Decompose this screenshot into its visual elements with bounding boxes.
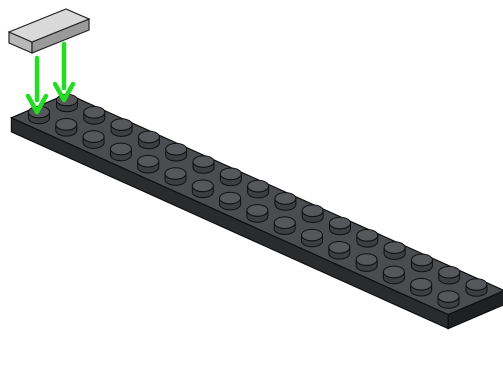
tile-1x2 <box>9 9 89 53</box>
plate-stud <box>247 205 268 223</box>
plate-front-face <box>11 118 448 329</box>
plate-stud <box>329 242 350 260</box>
down-arrow <box>55 44 73 100</box>
plate-stud <box>302 205 323 223</box>
plate-stud <box>411 278 432 296</box>
plate-stud <box>466 279 487 297</box>
plate-stud <box>84 107 105 125</box>
plate-stud <box>220 168 241 186</box>
plate-stud <box>438 291 459 309</box>
plate-stud <box>166 143 187 161</box>
plate-stud <box>384 242 405 260</box>
plate-stud <box>165 168 186 186</box>
plate-stud <box>220 192 241 210</box>
plate-stud <box>383 266 404 284</box>
plate-stud <box>56 119 77 137</box>
plate-stud <box>302 229 323 247</box>
plate-stud <box>357 230 378 248</box>
plate-stud <box>330 217 351 235</box>
plate-stud <box>138 155 159 173</box>
plate-stud <box>110 143 131 161</box>
plate-stud <box>411 254 432 272</box>
plate-2x16 <box>11 94 503 329</box>
plate-stud <box>111 119 132 137</box>
plate-stud <box>193 156 214 174</box>
plate-stud <box>83 131 104 149</box>
down-arrow <box>28 58 46 112</box>
plate-stud <box>248 180 269 198</box>
plate-stud <box>138 131 159 149</box>
plate-stud <box>275 193 296 211</box>
plate-stud <box>439 266 460 284</box>
plate-stud <box>356 254 377 272</box>
plate-stud <box>192 180 213 198</box>
plate-stud <box>274 217 295 235</box>
